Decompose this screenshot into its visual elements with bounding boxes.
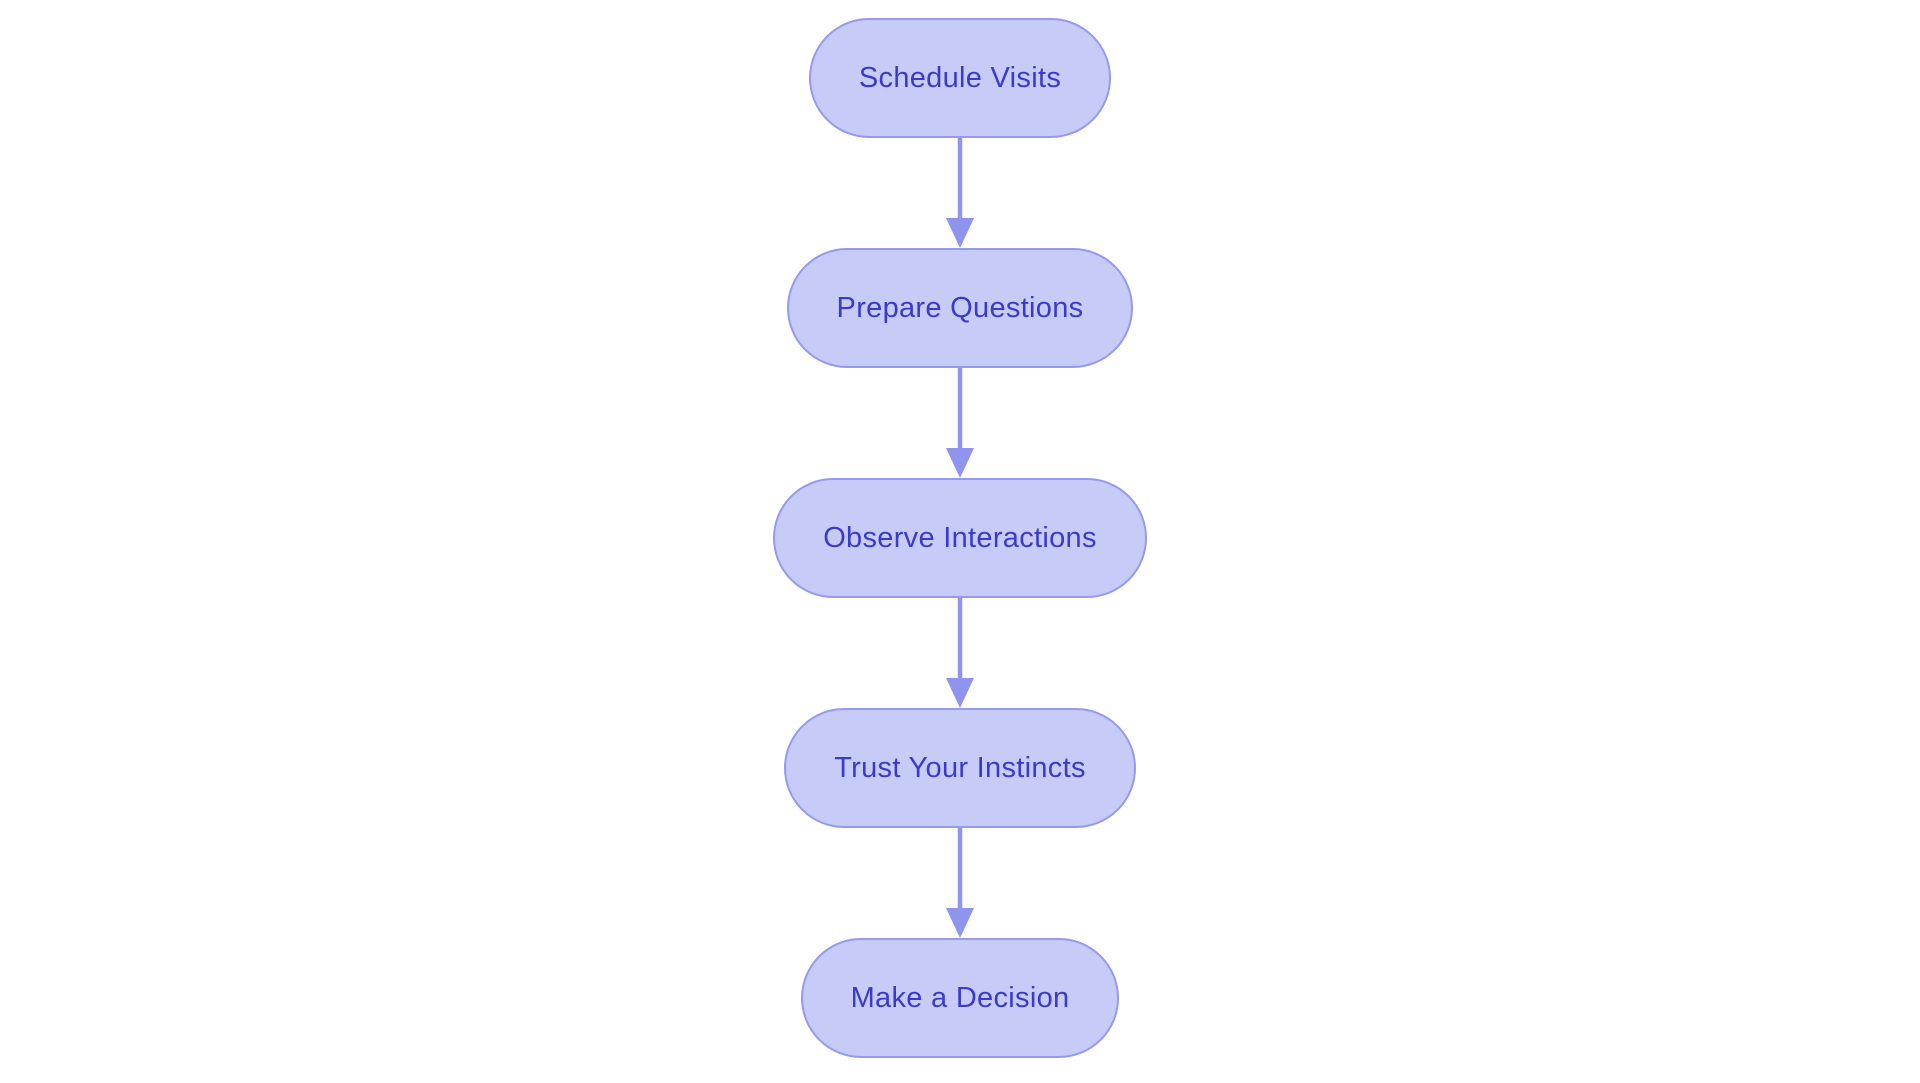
flowchart-column: Schedule Visits Prepare Questions Observ…	[0, 18, 1920, 1058]
node-label: Trust Your Instincts	[834, 751, 1086, 784]
flow-node-make-a-decision: Make a Decision	[800, 938, 1120, 1058]
flow-node-schedule-visits: Schedule Visits	[808, 18, 1112, 138]
arrow-down-icon	[946, 828, 974, 938]
node-label: Prepare Questions	[836, 291, 1084, 324]
flow-node-observe-interactions: Observe Interactions	[773, 478, 1147, 598]
node-label: Observe Interactions	[823, 521, 1097, 554]
arrow-down-icon	[946, 598, 974, 708]
arrow-down-icon	[946, 138, 974, 248]
flow-node-trust-your-instincts: Trust Your Instincts	[784, 708, 1136, 828]
node-label: Make a Decision	[850, 981, 1070, 1014]
arrow-down-icon	[946, 368, 974, 478]
flow-node-prepare-questions: Prepare Questions	[786, 248, 1134, 368]
node-label: Schedule Visits	[858, 61, 1062, 94]
